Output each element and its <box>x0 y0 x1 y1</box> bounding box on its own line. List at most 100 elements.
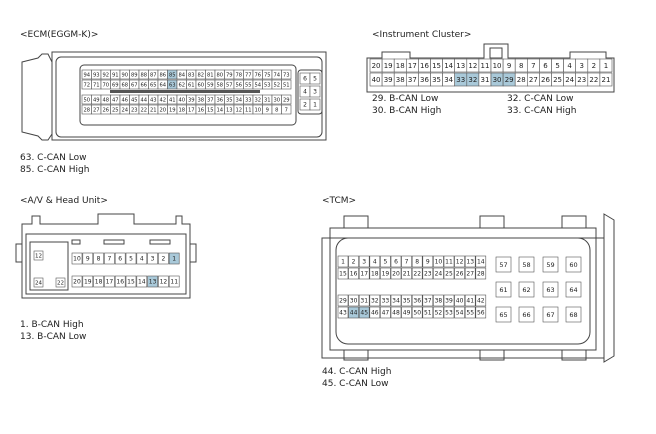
av-pin-label: 11 <box>170 279 178 286</box>
tcm-pin-label: 28 <box>477 271 485 278</box>
ecm-pin-label: 19 <box>169 107 176 113</box>
ecm-pin-cell <box>281 69 292 80</box>
tcm-pin-cell <box>380 306 391 319</box>
tcm-pin-label: 52 <box>435 310 443 317</box>
tcm-pin-cell <box>401 255 412 268</box>
tcm-pin-label: 18 <box>371 271 379 278</box>
ecm-pin-label: 36 <box>216 97 223 103</box>
av-pin-cell <box>147 275 158 288</box>
cluster-title: <Instrument Cluster> <box>372 30 472 40</box>
ecm-pin-label: 82 <box>197 72 204 78</box>
tcm-pin-label: 3 <box>362 259 366 266</box>
tcm-pin-label: 4 <box>373 259 377 266</box>
note-line: 45. C-CAN Low <box>322 379 389 389</box>
cluster-notes-left: 29. B-CAN Low 30. B-CAN High <box>372 93 441 117</box>
tcm-pin-cell <box>337 267 349 280</box>
cluster-pin-label: 27 <box>529 76 538 84</box>
cluster-connector <box>366 43 615 93</box>
av-connector <box>15 213 197 299</box>
ecm-pin-label: 76 <box>254 72 261 78</box>
av-pin-cell <box>147 252 158 265</box>
note-line: 13. B-CAN Low <box>20 332 87 342</box>
tcm-pin-cell <box>454 294 465 307</box>
cluster-pin-label: 19 <box>384 62 393 70</box>
tcm-pin-cell <box>422 294 434 307</box>
tcm-pin-label: 27 <box>466 271 474 278</box>
cluster-pin-label: 36 <box>420 76 429 84</box>
ecm-pin-label: 73 <box>283 72 290 78</box>
tcm-pin-cell <box>369 267 381 280</box>
ecm-pin-label: 63 <box>169 82 176 88</box>
cluster-pin-label: 29 <box>505 76 514 84</box>
cluster-pin-label: 32 <box>468 76 477 84</box>
cluster-pin-label: 39 <box>384 76 393 84</box>
tcm-pin-cell <box>464 294 476 307</box>
av-pin-label: 17 <box>106 279 114 286</box>
tcm-pin-label: 26 <box>456 271 464 278</box>
ecm-pin-label: 55 <box>245 82 252 88</box>
tcm-pin-label: 7 <box>405 259 409 266</box>
tcm-pin-cell <box>390 294 402 307</box>
tcm-large-pin-label: 58 <box>522 261 530 269</box>
tcm-pin-label: 36 <box>413 298 421 305</box>
tcm-pin-label: 35 <box>403 298 411 305</box>
tcm-pin-cell <box>475 255 487 268</box>
av-pin-label: 8 <box>97 256 101 263</box>
cluster-pin-label: 16 <box>420 62 429 70</box>
tcm-pin-label: 55 <box>466 310 474 317</box>
cluster-pin-label: 26 <box>541 76 550 84</box>
cluster-pin-label: 17 <box>408 62 417 70</box>
tcm-pin-label: 23 <box>424 271 432 278</box>
tcm-pin-label: 17 <box>360 271 368 278</box>
ecm-pin-label: 9 <box>266 107 269 113</box>
ecm-notes: 63. C-CAN Low 85. C-CAN High <box>20 152 89 176</box>
av-title: <A/V & Head Unit> <box>20 196 108 206</box>
note-line: 1. B-CAN High <box>20 320 84 330</box>
tcm-pin-cell <box>475 306 487 319</box>
av-pin-cell <box>33 277 44 288</box>
tcm-pin-label: 8 <box>415 259 419 266</box>
ecm-pin-label: 14 <box>216 107 223 113</box>
av-pin-cell <box>104 275 115 288</box>
note-line: 33. C-CAN High <box>507 106 577 116</box>
tcm-pin-label: 39 <box>445 298 453 305</box>
tcm-pin-label: 53 <box>445 310 453 317</box>
ecm-pin-label: 27 <box>93 107 100 113</box>
tcm-large-pin-label: 67 <box>546 311 554 319</box>
tcm-pin-label: 24 <box>435 271 443 278</box>
tcm-pin-cell <box>422 306 434 319</box>
ecm-pin-label: 30 <box>273 97 280 103</box>
av-pin-cell <box>93 275 104 288</box>
av-pin-cell <box>55 277 66 288</box>
tcm-large-pin-label: 68 <box>569 311 577 319</box>
cluster-pin-label: 7 <box>531 62 535 70</box>
tcm-pin-cell <box>411 294 423 307</box>
tcm-large-pin-label: 59 <box>546 261 554 269</box>
ecm-pin-label: 77 <box>245 72 252 78</box>
av-pin-label: 9 <box>86 256 90 263</box>
ecm-pin-label: 21 <box>150 107 157 113</box>
tcm-pin-cell <box>401 306 412 319</box>
tcm-pin-cell <box>443 294 455 307</box>
tcm-large-pin-cell <box>565 281 582 298</box>
ecm-pin-label: 93 <box>93 72 100 78</box>
ecm-pin-label: 71 <box>93 82 100 88</box>
ecm-pin-label: 34 <box>235 97 242 103</box>
cluster-pin-label: 22 <box>589 76 598 84</box>
tcm-pin-cell <box>464 255 476 268</box>
tcm-pin-label: 42 <box>477 298 485 305</box>
av-pin-label: 14 <box>138 279 146 286</box>
ecm-pin-label: 41 <box>169 97 176 103</box>
cluster-pin-label: 13 <box>456 62 465 70</box>
av-pin-cell <box>71 252 83 265</box>
tcm-pin-cell <box>337 306 349 319</box>
note-line: 32. C-CAN Low <box>507 94 574 104</box>
av-pin-label: 5 <box>129 256 133 263</box>
av-pin-label: 10 <box>73 256 81 263</box>
tcm-pin-label: 50 <box>413 310 421 317</box>
ecm-pin-cell <box>281 104 292 115</box>
tcm-pin-label: 1 <box>341 259 345 266</box>
tcm-pin-cell <box>369 306 381 319</box>
tcm-pin-cell <box>348 255 359 268</box>
av-pin-label: 7 <box>107 256 111 263</box>
